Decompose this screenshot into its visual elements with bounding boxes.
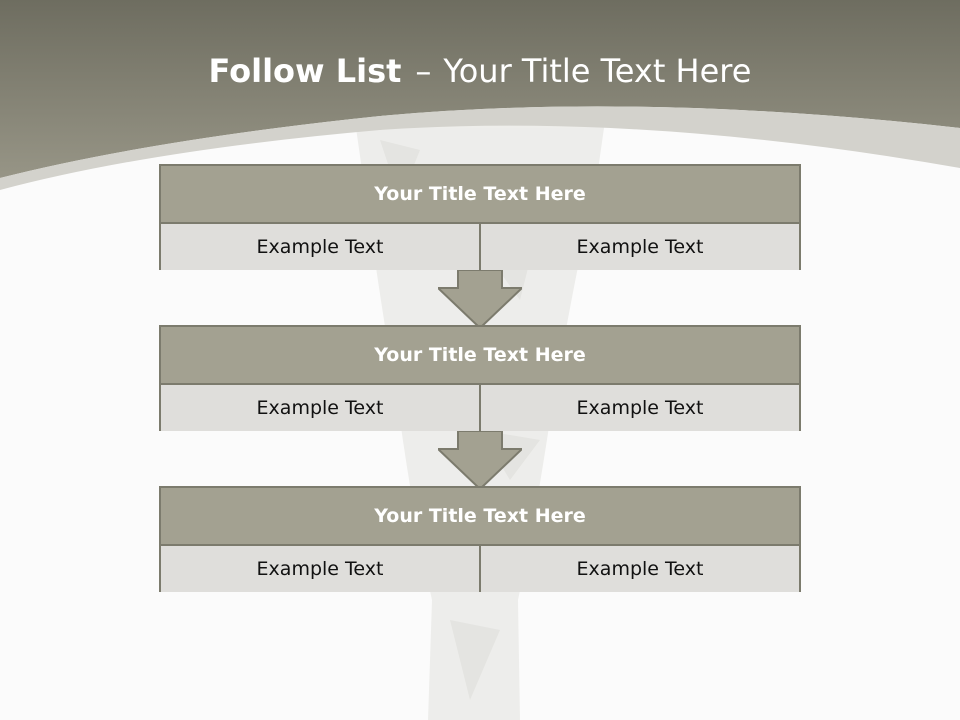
step-title[interactable]: Your Title Text Here (161, 166, 799, 224)
step-left-cell[interactable]: Example Text (161, 546, 479, 592)
step-left-cell[interactable]: Example Text (161, 385, 479, 431)
step-title[interactable]: Your Title Text Here (161, 327, 799, 385)
slide-title: Follow List–Your Title Text Here (0, 52, 960, 90)
down-arrow-icon (438, 270, 522, 328)
step-right-cell[interactable]: Example Text (479, 385, 799, 431)
step-right-cell[interactable]: Example Text (479, 224, 799, 270)
step-right-cell[interactable]: Example Text (479, 546, 799, 592)
header-band (0, 0, 960, 178)
title-rest: Your Title Text Here (443, 52, 752, 90)
step-box-1[interactable]: Your Title Text Here Example Text Exampl… (159, 164, 801, 270)
step-left-cell[interactable]: Example Text (161, 224, 479, 270)
step-title[interactable]: Your Title Text Here (161, 488, 799, 546)
title-separator: – (415, 52, 432, 90)
down-arrow-icon (438, 431, 522, 489)
step-box-2[interactable]: Your Title Text Here Example Text Exampl… (159, 325, 801, 431)
header-swoosh (0, 106, 960, 190)
step-box-3[interactable]: Your Title Text Here Example Text Exampl… (159, 486, 801, 592)
title-bold: Follow List (208, 52, 402, 90)
